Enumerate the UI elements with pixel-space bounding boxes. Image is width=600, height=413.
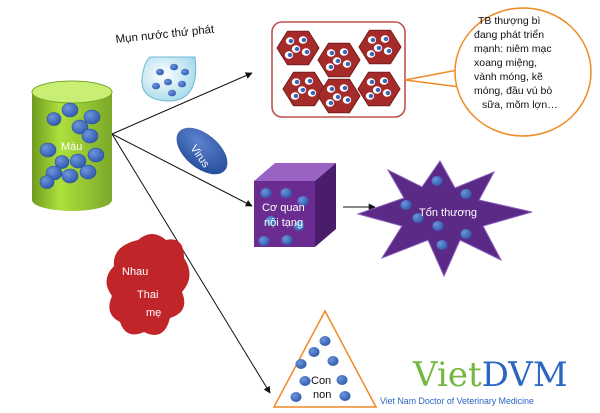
placenta-blob: Nhau Thai mẹ [106,234,190,335]
vesicle-label: Mụn nước thứ phát [115,24,216,46]
placenta-label-line-1: Nhau [122,266,148,278]
placenta-label-line-3: mẹ [146,307,161,319]
callout-line-7: sữa, mõm lợn… [482,99,558,111]
arrow-to-vesicle [111,72,253,135]
lesion-star: Tổn thương [356,160,533,278]
callout: TB thượng bì đang phát triển mạnh: niêm … [404,7,592,137]
organ-label-line-2: nội tạng [264,217,303,229]
svg-text:VietDVM: VietDVM [412,355,568,395]
blood-cells [39,102,105,189]
callout-line-2: đang phát triển [474,29,544,41]
virus-capsule: Virus [176,127,228,175]
blood-label: Máu [61,141,82,153]
callout-line-1: TB thượng bì [478,15,540,27]
callout-line-4: xoang miệng, [474,57,537,69]
lesion-label: Tổn thương [419,207,477,219]
epithelium-box [271,21,406,118]
logo-viet: Viet [412,355,482,395]
organ-cube: Cơ quan nội tạng [254,163,336,247]
logo-tagline: Viet Nam Doctor of Veterinary Medicine [380,396,534,406]
callout-line-3: mạnh: niêm mạc [474,43,552,55]
callout-line-6: móng, đầu vú bò [474,85,552,97]
vietdvm-logo: VietDVM Viet Nam Doctor of Veterinary Me… [380,355,568,406]
offspring-label-line-1: Con [311,375,331,387]
arrow-to-organ [111,133,253,207]
placenta-label-line-2: Thai [137,289,158,301]
arrow-to-offspring [111,133,271,394]
logo-dvm: DVM [482,355,568,395]
vesicle-drop [141,56,197,102]
blood-cylinder: Máu [31,80,113,211]
organ-label-line-1: Cơ quan [262,202,305,214]
epithelial-cells [276,29,402,114]
arrows [111,72,376,394]
offspring-label-line-2: non [313,389,331,401]
offspring-triangle: Con non [272,309,378,408]
callout-line-5: vành móng, kẽ [474,71,543,83]
